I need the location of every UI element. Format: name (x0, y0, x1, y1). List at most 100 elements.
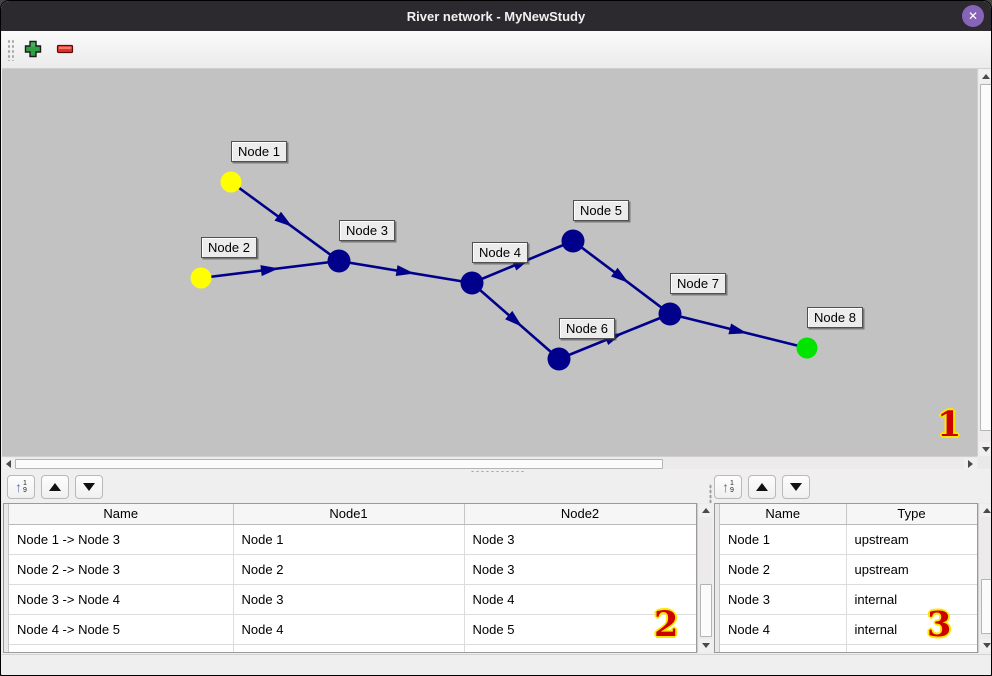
node-label[interactable]: Node 3 (339, 220, 395, 241)
move-down-button[interactable] (75, 475, 103, 499)
node-label[interactable]: Node 2 (201, 237, 257, 258)
node-label[interactable]: Node 7 (670, 273, 726, 294)
table-cell[interactable]: Node 1 (233, 524, 465, 555)
up-triangle-icon (756, 483, 768, 491)
table-cell[interactable]: Node 1 -> Node 3 (9, 524, 234, 555)
column-header[interactable]: Node2 (464, 504, 696, 525)
table-cell[interactable]: Node 4 -> Node 5 (9, 614, 234, 645)
move-up-button[interactable] (748, 475, 776, 499)
river-node-node-4[interactable] (460, 271, 484, 295)
title-bar[interactable]: River network - MyNewStudy ✕ (1, 1, 991, 31)
table-cell[interactable] (9, 644, 234, 652)
horizontal-splitter[interactable] (2, 469, 991, 474)
table-cell[interactable]: Node 4 (720, 614, 847, 645)
down-arrow-icon (982, 446, 990, 452)
river-node-node-6[interactable] (547, 347, 571, 371)
scroll-down-button[interactable] (980, 639, 991, 652)
toolbar-drag-handle[interactable] (7, 39, 14, 61)
node-label[interactable]: Node 8 (807, 307, 863, 328)
table-cell[interactable] (720, 644, 847, 652)
river-node-node-5[interactable] (561, 229, 585, 253)
scroll-up-button[interactable] (979, 69, 991, 83)
add-reach-button[interactable] (24, 40, 42, 58)
table-cell[interactable]: Node 3 (720, 584, 847, 615)
table-cell[interactable]: Node 4 (233, 614, 465, 645)
river-node-node-1[interactable] (220, 171, 242, 193)
river-node-node-2[interactable] (190, 267, 212, 289)
table-cell[interactable]: Node 2 -> Node 3 (9, 554, 234, 585)
table-cell[interactable]: Node 3 (233, 584, 465, 615)
column-header[interactable]: Name (720, 504, 847, 525)
scroll-down-button[interactable] (979, 442, 991, 456)
table-cell[interactable]: Node 1 (720, 524, 847, 555)
column-header[interactable]: Name (9, 504, 234, 525)
down-arrow-icon (702, 643, 710, 648)
scroll-thumb[interactable] (15, 459, 663, 469)
node-label[interactable]: Node 4 (472, 242, 528, 263)
table-cell[interactable]: internal (846, 584, 977, 615)
scroll-up-button[interactable] (980, 504, 991, 517)
river-node-node-3[interactable] (327, 249, 351, 273)
table-cell[interactable]: Node 4 (464, 584, 696, 615)
table-cell[interactable] (464, 644, 696, 652)
close-button[interactable]: ✕ (962, 5, 984, 27)
table-cell[interactable]: Node 5 (464, 614, 696, 645)
down-arrow-icon (982, 643, 991, 648)
table-cell[interactable]: Node 3 -> Node 4 (9, 584, 234, 615)
canvas-h-scrollbar[interactable] (2, 456, 977, 470)
scroll-left-button[interactable] (2, 458, 15, 470)
annotation-number-1: 1 (937, 404, 962, 445)
table-cell[interactable]: upstream (846, 554, 977, 585)
scroll-thumb[interactable] (980, 84, 991, 431)
table-cell[interactable]: internal (846, 614, 977, 645)
table-row[interactable] (9, 644, 696, 652)
scroll-down-button[interactable] (699, 639, 713, 652)
up-arrow-icon (982, 73, 990, 79)
node-label[interactable]: Node 1 (231, 141, 287, 162)
river-node-node-7[interactable] (658, 302, 682, 326)
plus-icon (24, 40, 42, 58)
table-cell[interactable]: Node 3 (464, 554, 696, 585)
flow-arrow-icon (395, 265, 415, 276)
scroll-up-button[interactable] (699, 504, 713, 517)
river-network-canvas[interactable]: Node 1 Node 2 Node 3 Node 4 Node 5 Node 6 Node… (2, 69, 977, 456)
table-cell[interactable] (846, 644, 977, 652)
scroll-right-button[interactable] (964, 458, 977, 470)
move-down-button[interactable] (782, 475, 810, 499)
flow-arrow-icon (728, 323, 748, 335)
flow-arrow-icon (611, 267, 629, 283)
column-header[interactable]: Node1 (233, 504, 465, 525)
node-label[interactable]: Node 5 (573, 200, 629, 221)
table-cell[interactable] (233, 644, 465, 652)
table-cell[interactable]: upstream (846, 524, 977, 555)
scroll-thumb[interactable] (700, 584, 712, 637)
table-cell[interactable]: Node 2 (233, 554, 465, 585)
remove-reach-button[interactable] (56, 40, 74, 58)
node-table-v-scrollbar[interactable] (978, 503, 991, 653)
scroll-thumb[interactable] (981, 579, 991, 634)
node-label[interactable]: Node 6 (559, 318, 615, 339)
column-header[interactable]: Type (846, 504, 977, 525)
table-row[interactable] (720, 644, 977, 652)
table-cell[interactable]: Node 3 (464, 524, 696, 555)
river-node-node-8[interactable] (796, 337, 818, 359)
flow-arrow-icon (274, 211, 293, 227)
reach-table-v-scrollbar[interactable] (697, 503, 713, 653)
move-up-button[interactable] (41, 475, 69, 499)
table-cell[interactable]: Node 2 (720, 554, 847, 585)
canvas-v-scrollbar[interactable] (977, 69, 991, 456)
